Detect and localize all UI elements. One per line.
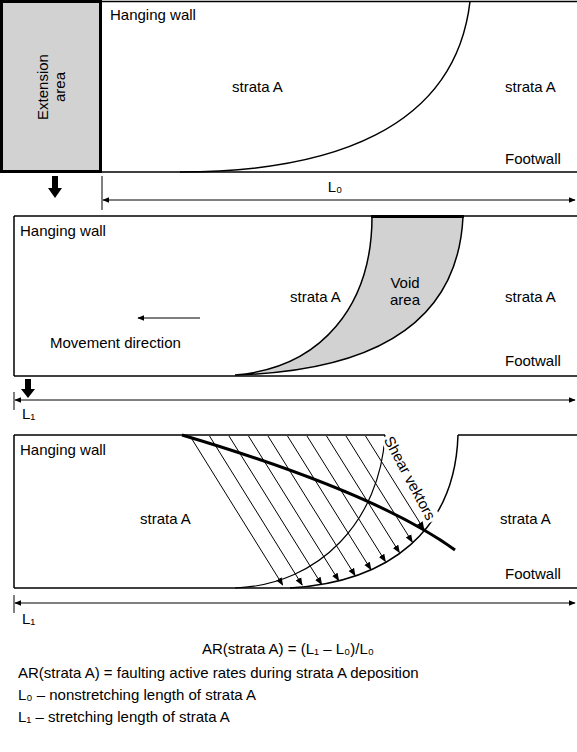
text-label: Hanging wall [20, 441, 106, 458]
note-line: L₁ – stretching length of strata A [18, 708, 230, 725]
shear-vector [229, 436, 322, 585]
text-label: strata A [232, 78, 283, 95]
text-label: Footwall [505, 352, 561, 369]
dimension-label: L₁ [22, 405, 35, 422]
text-label: Footwall [505, 150, 561, 167]
shear-vector [268, 436, 355, 576]
text-label: Hanging wall [110, 6, 196, 23]
shear-vector [307, 436, 385, 562]
text-label: strata A [505, 288, 556, 305]
formula: AR(strata A) = (L₁ – L₀)/L₀ [202, 640, 374, 657]
box-label: Extension area [34, 47, 69, 127]
shear-vector [210, 436, 303, 585]
text-label: Movement direction [50, 334, 181, 351]
text-label: strata A [505, 78, 556, 95]
void-outline [232, 215, 467, 378]
text-label: strata A [140, 510, 191, 527]
shear-vector [249, 436, 339, 581]
note-line: L₀ – nonstretching length of strata A [18, 686, 256, 703]
text-label: Hanging wall [20, 222, 106, 239]
text-label: Footwall [505, 565, 561, 582]
dimension-label: L₁ [22, 610, 35, 627]
dimension-label: L₀ [328, 178, 343, 195]
extension-area-box: Extension area [0, 0, 102, 173]
text-label: strata A [290, 288, 341, 305]
void-area-shape: Void area [232, 215, 467, 378]
text-label: strata A [500, 510, 551, 527]
note-line: AR(strata A) = faulting active rates dur… [18, 664, 419, 681]
region-label: Void area [380, 274, 430, 309]
shear-vector [190, 436, 283, 585]
